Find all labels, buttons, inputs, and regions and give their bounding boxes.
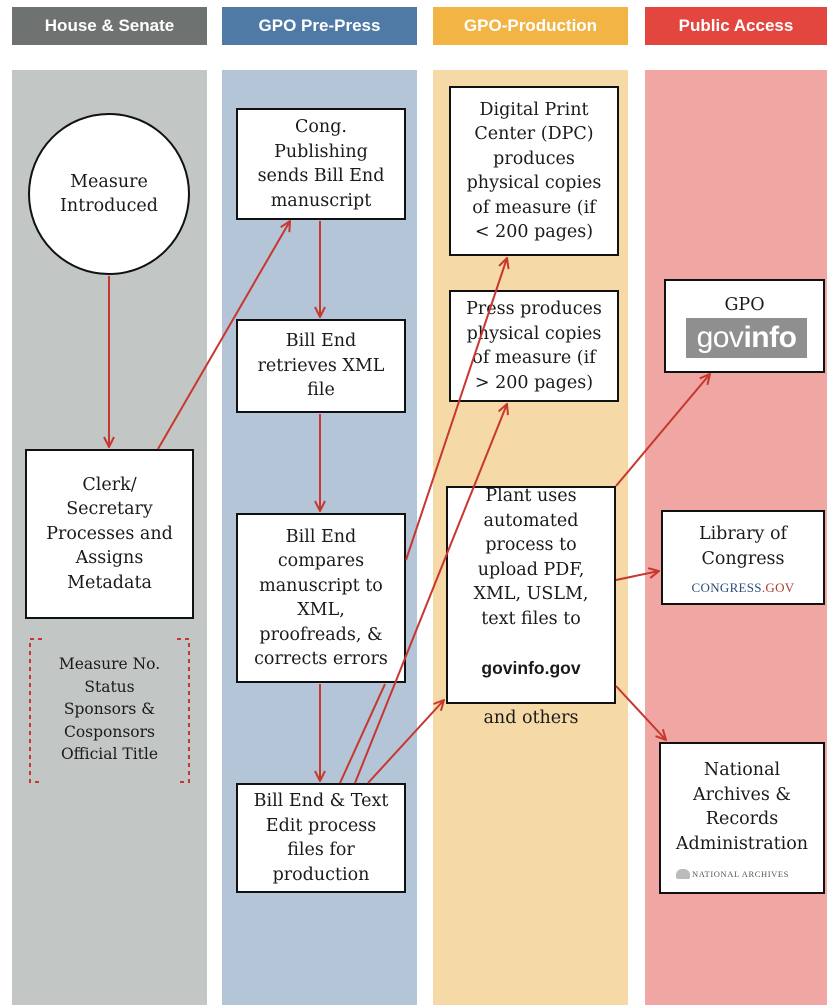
compares-manuscript-node: Bill End compares manuscript to XML, pro… [236,513,406,683]
gpo-label: GPO [724,295,765,315]
arrow-plant-to-library [615,571,659,581]
dotted-bracket-border [29,638,190,783]
arrow-text-edit-to-press-a [339,683,386,784]
arrow-plant-to-archives [615,685,666,740]
metadata-list-text: Measure No. Status Sponsors & Cosponsors… [58,655,161,763]
library-of-congress-node: Library of Congress [661,510,825,605]
retrieves-xml-node: Bill End retrieves XML file [236,319,406,413]
arrow-text-edit-to-plant [367,700,444,784]
cong-publishing-node: Cong. Publishing sends Bill End manuscri… [236,108,406,220]
arrow-text-edit-to-press [354,404,507,784]
lane-header-gpo-production: GPO-Production [433,7,628,45]
plant-upload-trailer: and others [483,707,579,728]
eagle-icon [676,869,690,879]
metadata-list-box: Measure No. Status Sponsors & Cosponsors… [28,637,191,784]
digital-print-center-node: Digital Print Center (DPC) produces phys… [449,86,619,256]
text-edit-node: Bill End & Text Edit process files for p… [236,783,406,893]
congress-logo-tld: .GOV [761,580,795,595]
national-archives-logo: NATIONAL ARCHIVES [676,869,789,879]
arrow-plant-to-gpo [615,374,710,487]
arrow-clerk-to-cong-publishing [157,221,290,450]
national-archives-logo-text: NATIONAL ARCHIVES [692,869,790,879]
national-archives-node: National Archives & Records Administrati… [659,742,825,894]
press-produces-node: Press produces physical copies of measur… [449,290,619,402]
clerk-secretary-node: Clerk/ Secretary Processes and Assigns M… [25,449,194,619]
govinfo-logo-gov: gov [696,321,744,354]
congress-logo-main: CONGRESS [691,580,762,595]
plant-upload-node: Plant uses automated process to upload P… [446,486,616,728]
arrow-compare-to-dpc [405,258,507,561]
lane-header-gpo-prepress: GPO Pre-Press [222,7,417,45]
plant-upload-text: Plant uses automated process to upload P… [473,486,589,629]
congress-gov-logo: CONGRESS.GOV [678,580,808,596]
govinfo-logo-info: info [743,321,797,354]
lane-header-house-senate: House & Senate [12,7,207,45]
lane-header-public-access: Public Access [645,7,827,45]
govinfo-link-text: govinfo.gov [481,657,581,678]
measure-introduced-node: Measure Introduced [28,113,190,275]
